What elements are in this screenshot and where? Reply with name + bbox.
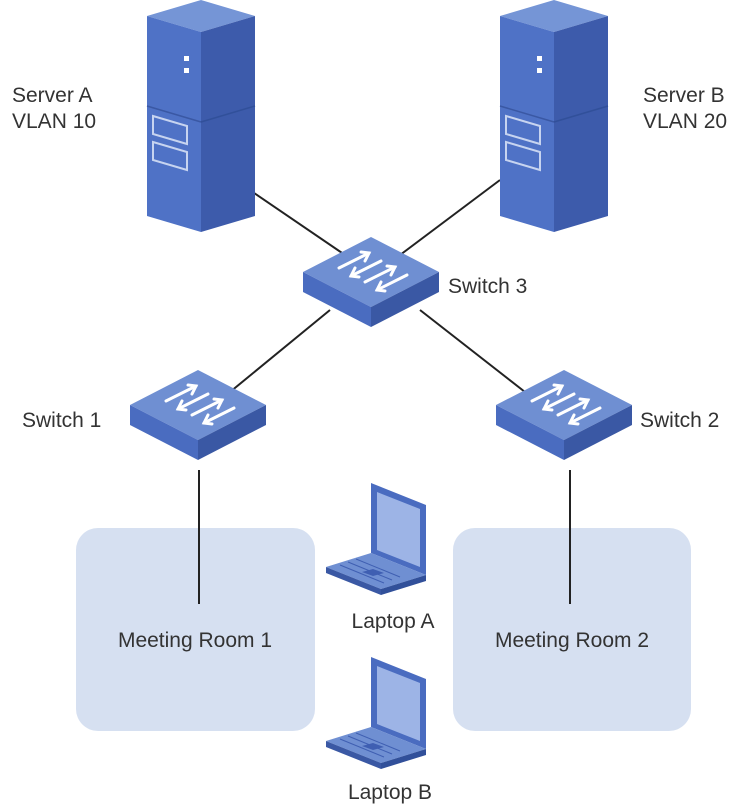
link-switch-3-switch-1	[229, 309, 331, 393]
server-b-name: Server B	[643, 84, 725, 107]
switch-2-icon	[494, 368, 634, 462]
laptop-b-icon	[325, 656, 427, 770]
server-a-vlan: VLAN 10	[12, 110, 96, 133]
switch-2-label: Switch 2	[640, 409, 719, 432]
laptop-a-label: Laptop A	[352, 610, 435, 633]
server-a-icon	[146, 0, 256, 233]
meeting-room-1-area	[76, 528, 315, 731]
meeting-room-2-area	[453, 528, 691, 731]
meeting-room-2-label: Meeting Room 2	[495, 629, 649, 652]
laptop-a-icon	[325, 482, 427, 596]
switch-3-icon	[301, 235, 441, 329]
link-switch-3-switch-2	[419, 309, 526, 393]
switch-1-icon	[128, 368, 268, 462]
server-b-vlan: VLAN 20	[643, 110, 727, 133]
server-b-icon	[499, 0, 609, 233]
meeting-room-1-label: Meeting Room 1	[118, 629, 272, 652]
connections	[198, 179, 571, 604]
link-server-b-switch-3	[399, 179, 501, 256]
server-a-name: Server A	[12, 84, 93, 107]
laptop-b-label: Laptop B	[348, 781, 432, 804]
switch-1-label: Switch 1	[22, 409, 101, 432]
switch-3-label: Switch 3	[448, 275, 527, 298]
